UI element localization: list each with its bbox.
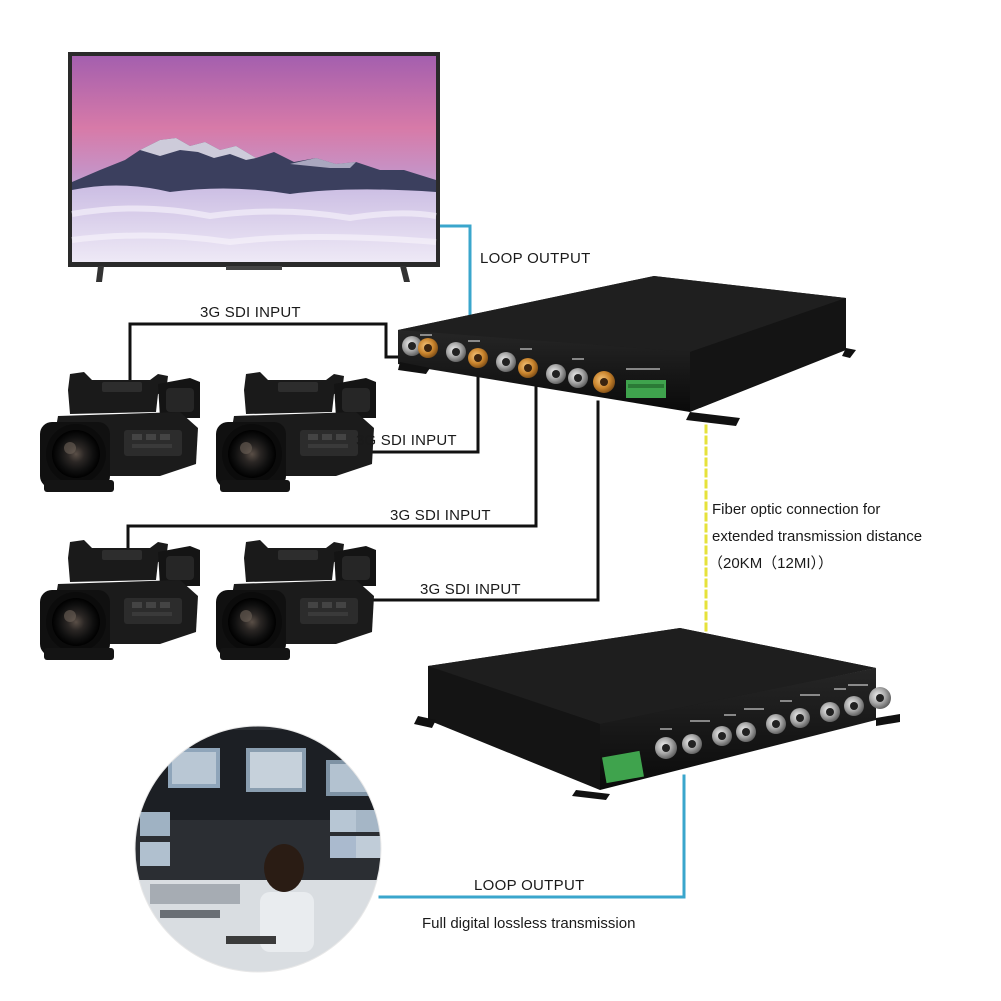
fiber-distance-label: （20KM（12MI）） [708, 555, 834, 572]
tv-icon [68, 52, 440, 282]
fiber-description-line2: extended transmission distance [712, 528, 923, 545]
cable-sdi-2 [330, 370, 480, 454]
cable-sdi-1 [128, 322, 422, 394]
cable-loop-output-top [432, 224, 472, 332]
lossless-transmission-label: Full digital lossless transmission [422, 915, 636, 932]
sdi-input-label-3: 3G SDI INPUT [390, 507, 491, 524]
camcorder-icon [216, 540, 376, 660]
bnc-connectors-top [402, 336, 615, 393]
control-room-photo [135, 726, 381, 972]
terminal-block [626, 380, 666, 398]
camcorder-icon [40, 372, 200, 492]
fiber-transmitter-icon [398, 276, 856, 426]
fiber-receiver-icon [414, 628, 900, 800]
sdi-input-label-4: 3G SDI INPUT [420, 581, 521, 598]
cables [126, 224, 708, 899]
bnc-connectors-bottom [655, 687, 891, 759]
cable-loop-output-bottom [378, 774, 686, 899]
cable-sdi-4 [338, 400, 600, 602]
fiber-description-line1: Fiber optic connection for [712, 501, 881, 518]
camcorder-icon [40, 540, 200, 660]
sdi-input-label-1: 3G SDI INPUT [200, 304, 301, 321]
terminal-block [602, 750, 644, 784]
cable-sdi-3 [126, 386, 538, 562]
loop-output-bottom-label: LOOP OUTPUT [474, 877, 585, 894]
sdi-input-label-2: 3G SDI INPUT [356, 432, 457, 449]
camcorder-icon [216, 372, 376, 492]
loop-output-top-label: LOOP OUTPUT [480, 250, 591, 267]
